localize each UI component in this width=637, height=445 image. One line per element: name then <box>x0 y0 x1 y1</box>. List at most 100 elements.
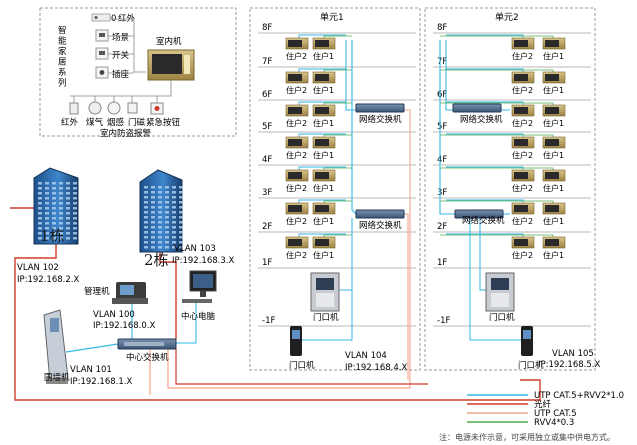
resident-indoor-unit: 住户1 <box>312 169 336 193</box>
unit-1-network-switch: 网络交换机 <box>355 103 405 125</box>
resident-1-label: 住户1 <box>543 51 564 61</box>
floor-label: -1F <box>262 316 275 326</box>
unit-1-vlan: VLAN 104 <box>345 351 387 361</box>
sensor-label: 紧急按钮 <box>146 117 181 128</box>
resident-indoor-unit: 住户2 <box>285 136 309 160</box>
cable <box>404 109 411 380</box>
cable <box>323 69 352 72</box>
unit-2-network-switch: 网络交换机 <box>452 103 503 125</box>
cable <box>446 34 524 38</box>
unit-1-frame <box>249 7 421 371</box>
network-switch-label: 网络交换机 <box>359 114 402 125</box>
cable <box>14 244 541 401</box>
floor-label: 3F <box>262 188 272 198</box>
floor-label: 2F <box>437 222 447 232</box>
indoor-unit-icon <box>147 49 195 81</box>
legend-label: UTP CAT.5+RVV2*1.0 <box>534 391 624 401</box>
cable <box>302 290 353 341</box>
cable <box>298 233 346 237</box>
floor-label: 1F <box>437 258 447 268</box>
manager-label: 管理机 <box>84 286 110 297</box>
cable <box>439 40 455 215</box>
unit-2-door-station-icon <box>485 272 515 312</box>
resident-indoor-unit: 住户2 <box>511 236 535 260</box>
cable <box>446 166 524 170</box>
resident-1-label: 住户1 <box>313 85 334 95</box>
door-unit-label: 门口机 <box>489 312 515 323</box>
cable <box>445 40 453 111</box>
door-unit-label: 门口机 <box>289 360 315 371</box>
sensor-list: 红外 煤气 烟感 门磁 紧急按钮 室内防盗报警 <box>61 96 181 139</box>
resident-2-label: 住户2 <box>512 85 533 95</box>
resident-2-label: 住户2 <box>286 183 307 193</box>
unit-1-network-switch-2: 网络交换机 <box>355 209 405 231</box>
cable <box>298 101 346 105</box>
resident-2-label: 住户2 <box>512 250 533 260</box>
resident-1-label: 住户1 <box>313 250 334 260</box>
smoke-sensor-icon <box>107 96 121 115</box>
cable <box>175 349 428 385</box>
floor-label: 6F <box>437 90 447 100</box>
resident-2-label: 住户2 <box>512 150 533 160</box>
building-2-label: 2栋 <box>144 251 169 269</box>
building-1-vlan: VLAN 102 <box>17 263 59 273</box>
smart-home-title-char: 家 <box>58 46 67 57</box>
building-2-ip: IP:192.168.3.X <box>172 256 234 266</box>
cable <box>298 133 346 137</box>
resident-indoor-unit: 住户1 <box>312 71 336 95</box>
device-label: 插座 <box>112 69 130 80</box>
network-switch-label: 网络交换机 <box>359 220 402 231</box>
resident-indoor-unit: 住户1 <box>312 104 336 128</box>
resident-1-label: 住户1 <box>313 150 334 160</box>
floor-label: 6F <box>262 90 272 100</box>
resident-2-label: 住户2 <box>286 250 307 260</box>
unit-1-door-station-icon <box>310 272 340 312</box>
network-switch-label: 网络交换机 <box>462 215 505 226</box>
resident-2-label: 住户2 <box>286 51 307 61</box>
resident-indoor-unit: 住户2 <box>511 202 535 226</box>
unit-2-frame <box>424 7 596 371</box>
center-computer-icon <box>182 270 217 303</box>
resident-indoor-unit: 住户2 <box>285 236 309 260</box>
unit-title: 单元1 <box>320 11 344 23</box>
floor-label: -1F <box>437 316 450 326</box>
cable <box>446 133 524 137</box>
switch-panel-icon <box>95 47 109 60</box>
cable <box>440 200 554 203</box>
cable <box>65 343 119 353</box>
resident-2-label: 住户2 <box>286 216 307 226</box>
legend-label: UTP CAT.5 <box>534 409 577 419</box>
resident-2-label: 住户2 <box>512 183 533 193</box>
floor-label: 5F <box>262 122 272 132</box>
resident-1-label: 住户1 <box>543 85 564 95</box>
resident-indoor-unit: 住户1 <box>312 136 336 160</box>
resident-1-label: 住户1 <box>543 216 564 226</box>
floor-label: 4F <box>437 155 447 165</box>
device-label: 开关 <box>112 50 130 61</box>
resident-1-label: 住户1 <box>543 118 564 128</box>
wall-unit-ip: IP:192.168.1.X <box>70 377 132 387</box>
resident-1-label: 住户1 <box>543 150 564 160</box>
resident-indoor-unit: 住户2 <box>285 169 309 193</box>
resident-indoor-unit: 住户2 <box>511 136 535 160</box>
emergency-button-icon <box>150 96 164 115</box>
infrared-sensor-icon <box>69 96 79 115</box>
cable <box>298 166 346 170</box>
cable <box>298 68 346 72</box>
socket-panel-icon <box>95 66 109 79</box>
wall-unit-kiosk-icon <box>43 309 69 384</box>
device-label: 场景 <box>112 33 129 43</box>
resident-indoor-unit: 住户1 <box>542 71 566 95</box>
cable <box>339 218 353 291</box>
door-unit-label: 门口机 <box>313 312 339 323</box>
unit-2-basement-door-station-icon <box>521 326 533 356</box>
smart-home-title-char: 列 <box>58 78 67 89</box>
smart-home-title-char: 能 <box>58 36 67 47</box>
cable <box>404 213 409 380</box>
resident-1-label: 住户1 <box>313 183 334 193</box>
sensor-label: 烟感 <box>107 117 125 128</box>
resident-indoor-unit: 住户1 <box>542 104 566 128</box>
cable <box>440 134 554 137</box>
unit-2-ip: IP:192.168.5.X <box>538 360 600 370</box>
